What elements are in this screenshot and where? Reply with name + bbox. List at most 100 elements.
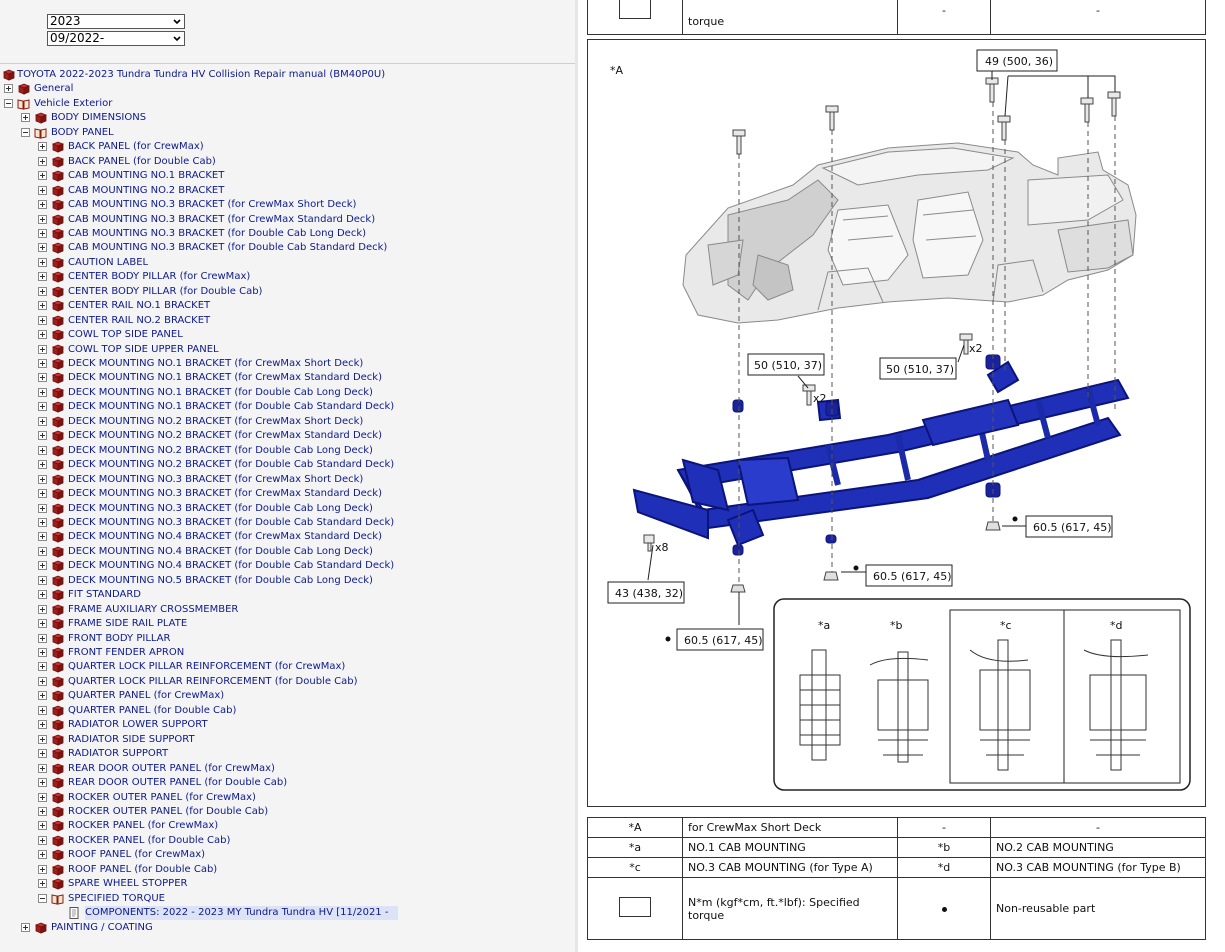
legend-cell: - — [897, 817, 991, 838]
expand-icon[interactable] — [38, 778, 47, 788]
tree-item-label: BODY PANEL — [51, 126, 114, 138]
book-icon — [51, 315, 64, 327]
tree-item-label: DECK MOUNTING NO.4 BRACKET (for CrewMax … — [68, 531, 382, 543]
expand-icon[interactable] — [38, 142, 47, 152]
torque-callouts: 49 (500, 36) 50 (510, 37) 50 (510, 37) 6… — [607, 49, 1113, 651]
expand-icon[interactable] — [21, 113, 30, 123]
expand-icon[interactable] — [38, 474, 47, 484]
torque-value: 49 (500, 36) — [985, 55, 1053, 68]
year-select[interactable]: 2023 — [47, 14, 185, 29]
expand-icon[interactable] — [38, 676, 47, 686]
expand-icon[interactable] — [38, 633, 47, 643]
tree-item-label: BACK PANEL (for CrewMax) — [68, 141, 204, 153]
expand-icon[interactable] — [38, 185, 47, 195]
bolt-icon — [959, 333, 973, 355]
expand-icon[interactable] — [38, 806, 47, 816]
tree-item-label: CAB MOUNTING NO.3 BRACKET (for CrewMax S… — [68, 213, 376, 225]
expand-icon[interactable] — [38, 879, 47, 889]
expand-icon[interactable] — [38, 734, 47, 744]
expand-icon[interactable] — [38, 301, 47, 311]
expand-icon[interactable] — [38, 286, 47, 296]
book-icon — [51, 662, 64, 674]
torque-value: 60.5 (617, 45) — [873, 570, 952, 583]
expand-icon[interactable] — [38, 431, 47, 441]
expand-icon[interactable] — [38, 402, 47, 412]
year-select-value: 2023 — [50, 14, 81, 28]
expand-icon[interactable] — [38, 214, 47, 224]
expand-icon[interactable] — [38, 821, 47, 831]
bullet-icon — [665, 636, 671, 642]
expand-icon[interactable] — [38, 445, 47, 455]
expand-icon[interactable] — [38, 546, 47, 556]
collapse-icon[interactable] — [4, 98, 13, 108]
expand-icon[interactable] — [38, 575, 47, 585]
expand-icon[interactable] — [38, 272, 47, 282]
quantity-label: x2 — [969, 342, 983, 355]
expand-icon[interactable] — [38, 648, 47, 657]
expand-icon[interactable] — [38, 720, 47, 730]
expand-icon[interactable] — [38, 691, 47, 701]
expand-icon[interactable] — [38, 749, 47, 759]
expand-icon[interactable] — [38, 835, 47, 845]
book-icon — [51, 604, 64, 616]
inset-label-b: *b — [890, 619, 903, 632]
expand-icon[interactable] — [38, 243, 47, 253]
book-icon — [34, 112, 47, 124]
expand-icon[interactable] — [38, 387, 47, 397]
expand-icon[interactable] — [38, 590, 47, 600]
expand-icon[interactable] — [38, 864, 47, 874]
expand-icon[interactable] — [38, 517, 47, 527]
leader-lines — [647, 70, 1116, 625]
expand-icon[interactable] — [38, 604, 47, 614]
expand-icon[interactable] — [38, 532, 47, 542]
book-icon — [51, 373, 64, 385]
book-icon — [17, 84, 30, 96]
tree-item-label: CAB MOUNTING NO.1 BRACKET — [68, 170, 225, 182]
book-icon — [51, 242, 64, 254]
collapse-icon[interactable] — [21, 127, 30, 137]
expand-icon[interactable] — [38, 460, 47, 470]
expand-icon[interactable] — [38, 561, 47, 571]
legend-cell: for CrewMax Short Deck — [682, 817, 898, 838]
expand-icon[interactable] — [38, 850, 47, 860]
expand-icon[interactable] — [38, 200, 47, 210]
expand-icon[interactable] — [38, 662, 47, 672]
expand-icon[interactable] — [38, 330, 47, 340]
expand-icon[interactable] — [38, 257, 47, 267]
tree-item-label: SPARE WHEEL STOPPER — [68, 878, 188, 890]
expand-icon[interactable] — [38, 359, 47, 368]
legend-cell: *b — [897, 837, 991, 858]
book-icon — [51, 849, 64, 861]
chevron-down-icon — [173, 36, 181, 42]
expand-icon[interactable] — [38, 489, 47, 499]
expand-icon[interactable] — [38, 416, 47, 426]
collapse-icon[interactable] — [38, 893, 47, 903]
book-icon — [51, 488, 64, 500]
tree-item-label: CAB MOUNTING NO.2 BRACKET — [68, 184, 225, 196]
legend-cell: *d — [897, 857, 991, 878]
tree-item-label: FRAME SIDE RAIL PLATE — [68, 618, 188, 630]
expand-icon[interactable] — [38, 792, 47, 802]
tree-item-label: FRAME AUXILIARY CROSSMEMBER — [68, 603, 239, 615]
tree-item-label: SPECIFIED TORQUE — [68, 892, 165, 904]
expand-icon[interactable] — [38, 156, 47, 166]
expand-icon[interactable] — [38, 315, 47, 325]
expand-icon[interactable] — [38, 705, 47, 715]
pane-splitter[interactable] — [575, 0, 578, 952]
expand-icon[interactable] — [38, 373, 47, 383]
expand-icon[interactable] — [38, 619, 47, 629]
expand-icon[interactable] — [4, 84, 13, 94]
expand-icon[interactable] — [38, 171, 47, 181]
book-icon — [51, 878, 64, 890]
book-icon — [51, 719, 64, 731]
tree-item-label: DECK MOUNTING NO.5 BRACKET (for Double C… — [68, 574, 373, 586]
tree-item-label: COMPONENTS: 2022 - 2023 MY Tundra Tundra… — [85, 906, 399, 921]
date-select[interactable]: 09/2022- — [47, 31, 185, 46]
expand-icon[interactable] — [38, 503, 47, 513]
expand-icon[interactable] — [21, 922, 30, 932]
expand-icon[interactable] — [38, 344, 47, 354]
book-icon — [51, 792, 64, 804]
book-icon — [51, 170, 64, 182]
expand-icon[interactable] — [38, 228, 47, 238]
expand-icon[interactable] — [38, 763, 47, 773]
